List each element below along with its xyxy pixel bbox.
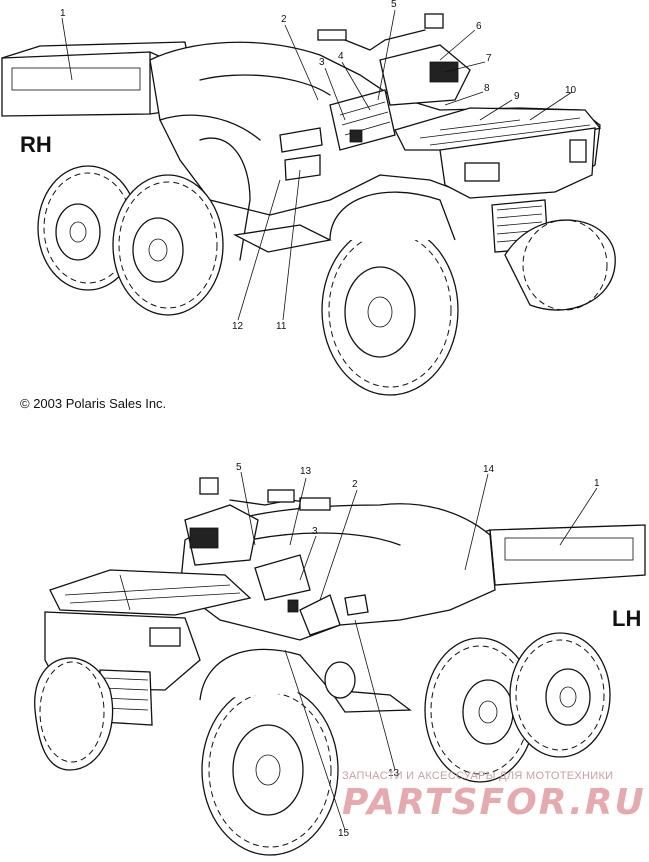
callout-lh-14: 14 (483, 464, 495, 475)
callout-rh-4: 4 (338, 51, 344, 62)
callout-lh-3: 3 (312, 526, 318, 537)
watermark-logo: PARTSFOR.RU (342, 782, 646, 823)
callout-rh-6: 6 (476, 21, 482, 32)
copyright-notice: © 2003 Polaris Sales Inc. (20, 396, 167, 411)
watermark-tagline: ЗАПЧАСТИ И АКСЕССУАРЫ ДЛЯ МОТОТЕХНИКИ (342, 770, 614, 782)
lh-side-label: LH (612, 606, 642, 631)
callout-rh-9: 9 (514, 91, 520, 102)
callout-rh-3: 3 (319, 57, 325, 68)
callout-lh-15: 15 (338, 828, 350, 839)
callout-lh-5: 5 (236, 462, 242, 473)
callout-rh-11: 11 (276, 321, 287, 332)
rh-side-label: RH (20, 132, 52, 157)
callout-rh-2: 2 (281, 14, 287, 25)
callout-rh-1: 1 (60, 8, 66, 19)
callout-lh-13b: 13 (388, 768, 400, 779)
callout-rh-5: 5 (391, 0, 397, 10)
callout-lh-1: 1 (594, 478, 600, 489)
lh-atv-drawing (34, 471, 646, 856)
callout-rh-7: 7 (486, 53, 492, 64)
callout-lh-13a: 13 (300, 466, 312, 477)
callout-rh-10: 10 (565, 85, 577, 96)
callout-rh-8: 8 (484, 83, 490, 94)
callout-rh-12: 12 (232, 321, 244, 332)
callout-lh-2: 2 (352, 479, 358, 490)
rh-atv-drawing (1, 9, 616, 396)
